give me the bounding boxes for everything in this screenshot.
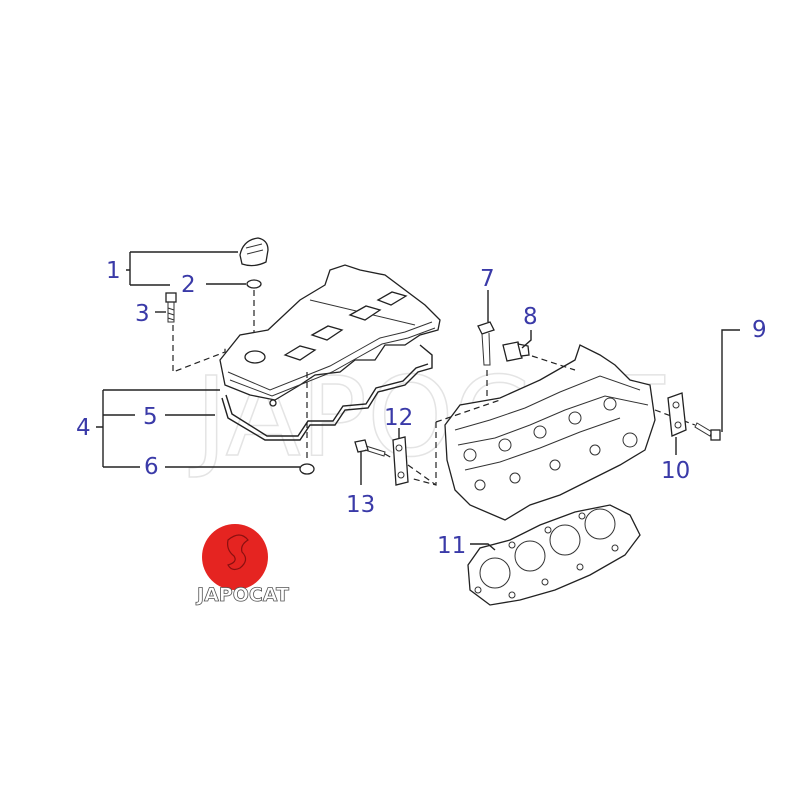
japocat-logo: JAPOCAT — [195, 524, 289, 606]
callout-4: 4 — [76, 415, 91, 441]
logo-cat-icon — [227, 534, 249, 571]
sensor-plug — [502, 341, 530, 362]
callout-2: 2 — [181, 272, 196, 298]
bolt — [165, 292, 177, 323]
head-gasket — [467, 504, 641, 606]
callout-7: 7 — [480, 266, 495, 292]
oil-filler-cap — [239, 237, 269, 267]
manifold-bolt — [694, 422, 721, 441]
leader-lines — [96, 251, 740, 551]
seal-washer — [299, 463, 315, 475]
head-bolt — [477, 321, 495, 366]
flange-bolt — [354, 439, 386, 457]
callout-8: 8 — [523, 304, 538, 330]
o-ring — [246, 279, 262, 289]
callout-6: 6 — [144, 454, 159, 480]
callout-13: 13 — [346, 492, 375, 518]
logo-text: JAPOCAT — [195, 584, 289, 606]
callout-1: 1 — [106, 258, 121, 284]
valve-cover-gasket — [221, 344, 433, 441]
valve-cover — [219, 264, 441, 407]
small-gasket — [392, 436, 409, 486]
callout-11: 11 — [437, 533, 466, 559]
manifold-gasket — [667, 392, 687, 437]
callout-9: 9 — [752, 317, 767, 343]
callout-12: 12 — [384, 405, 413, 431]
callout-5: 5 — [143, 404, 158, 430]
cylinder-head — [444, 344, 656, 521]
callout-10: 10 — [661, 458, 690, 484]
callout-3: 3 — [135, 301, 150, 327]
